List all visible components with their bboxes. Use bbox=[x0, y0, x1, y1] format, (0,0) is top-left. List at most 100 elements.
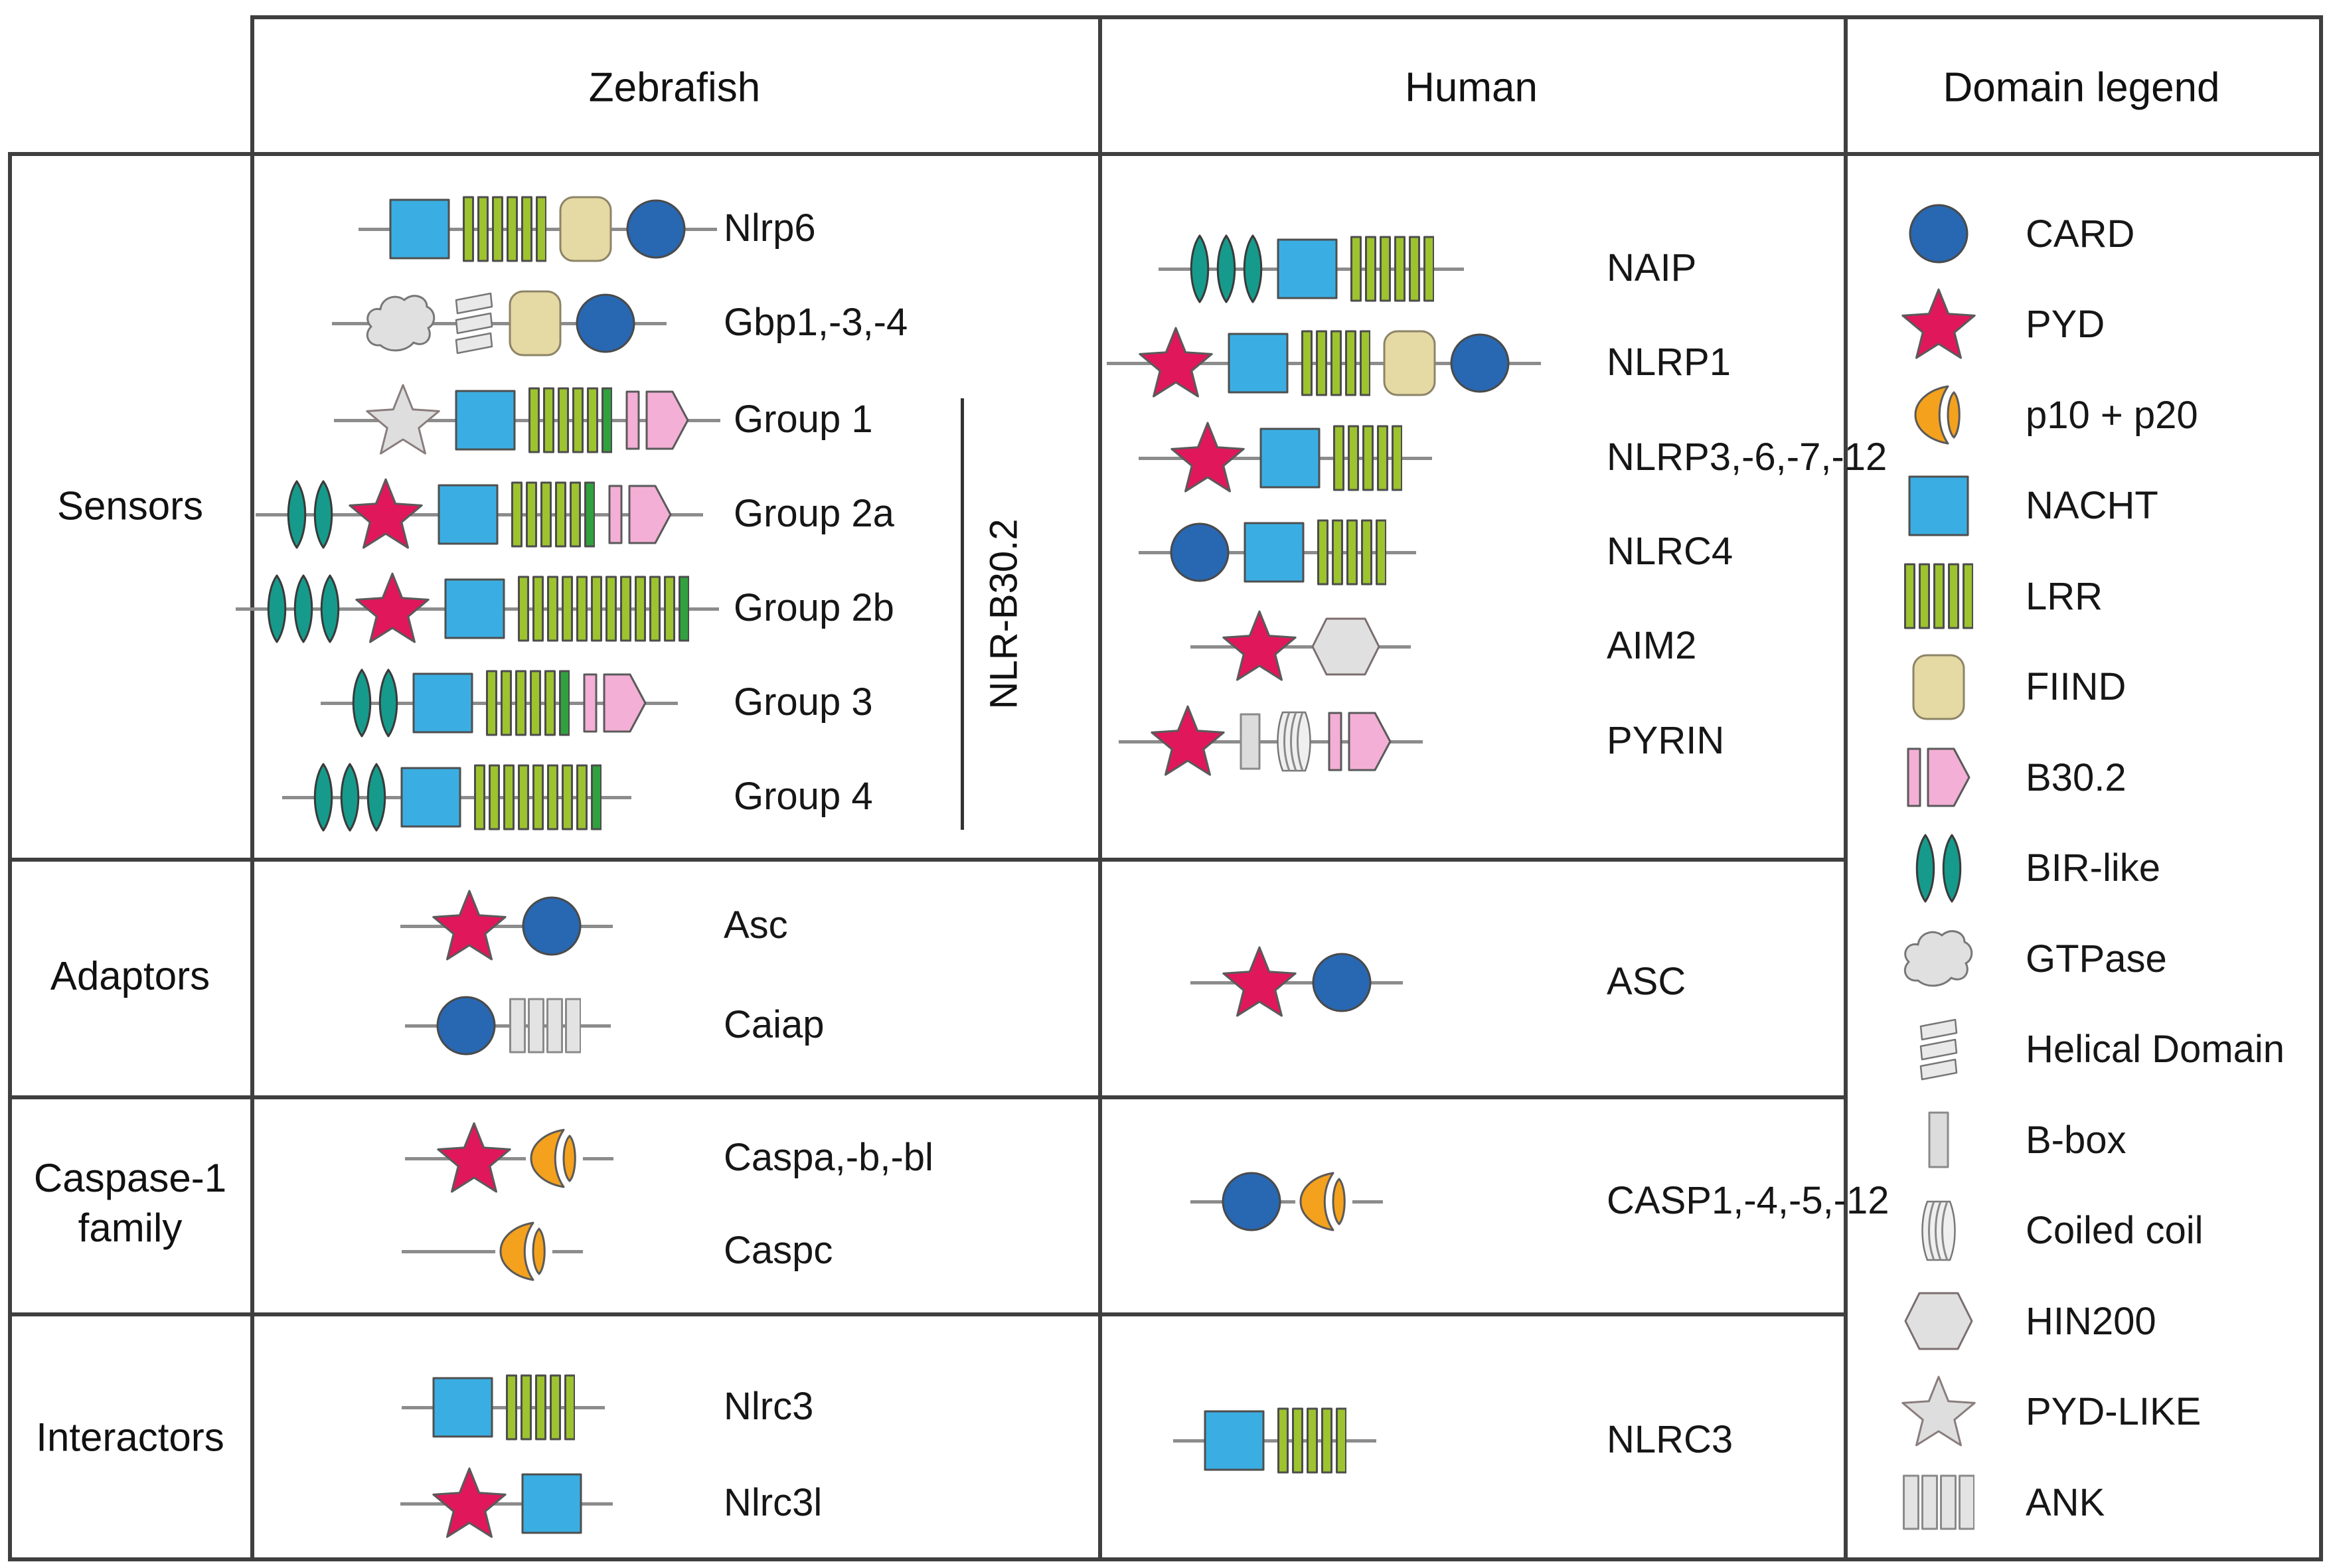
nacht-icon bbox=[444, 578, 505, 639]
table-border-zebrafish-human bbox=[1098, 15, 1102, 1561]
table-border-left bbox=[8, 152, 12, 1561]
pyd-icon bbox=[349, 478, 423, 549]
table-border-sensors-adaptors bbox=[8, 858, 1848, 862]
entry-group-4 bbox=[282, 763, 631, 832]
lrr-icon bbox=[1277, 1407, 1346, 1474]
nacht-icon bbox=[389, 198, 450, 260]
legend-item-nacht: NACHT bbox=[1889, 475, 2158, 537]
legend-label-coiled-coil: Coiled coil bbox=[2026, 1209, 2204, 1252]
gtpase-icon bbox=[366, 295, 436, 352]
legend-item-ank: ANK bbox=[1889, 1474, 2105, 1530]
bir-like-icon bbox=[1915, 834, 1962, 902]
entry-nlrc3 bbox=[402, 1374, 605, 1441]
legend-icon-b-box bbox=[1889, 1111, 1988, 1169]
table-border-bottom bbox=[8, 1557, 2323, 1561]
fiind-icon bbox=[509, 290, 562, 356]
protein-label-nlrc3: NLRC3 bbox=[1607, 1418, 1733, 1462]
legend-item-b-box: B-box bbox=[1889, 1111, 2127, 1169]
header-human: Human bbox=[1405, 64, 1538, 111]
header-zebrafish: Zebrafish bbox=[588, 64, 761, 111]
p10-p20-icon bbox=[1910, 384, 1967, 445]
protein-label-asc: ASC bbox=[1607, 960, 1686, 1004]
legend-label-b-box: B-box bbox=[2026, 1118, 2127, 1162]
lrr-icon bbox=[486, 670, 570, 736]
lrr-icon bbox=[1301, 330, 1370, 396]
legend-label-bir-like: BIR-like bbox=[2026, 846, 2161, 890]
p10-p20-icon bbox=[526, 1128, 583, 1189]
lrr-icon bbox=[1350, 236, 1434, 302]
nlr-b302-bracket-line bbox=[961, 398, 964, 830]
protein-label-group-3: Group 3 bbox=[734, 680, 873, 724]
lrr-icon bbox=[518, 576, 689, 642]
entry-group-1 bbox=[334, 383, 720, 457]
protein-label-aim2: AIM2 bbox=[1607, 624, 1697, 668]
entry-nlrp3-6-7-12 bbox=[1139, 421, 1432, 495]
entry-asc bbox=[400, 889, 613, 963]
helical-domain-icon bbox=[1919, 1018, 1958, 1080]
lrr-icon bbox=[528, 387, 612, 453]
entry-casp1-4-5-12 bbox=[1190, 1170, 1383, 1233]
bir-like-icon bbox=[1190, 234, 1263, 303]
entry-naip bbox=[1159, 234, 1464, 303]
entry-nlrc3 bbox=[1173, 1407, 1376, 1474]
table-border-top bbox=[250, 15, 2323, 19]
pyd-icon bbox=[355, 572, 430, 643]
nacht-icon bbox=[412, 672, 473, 734]
fiind-icon bbox=[559, 196, 612, 262]
protein-label-group-1: Group 1 bbox=[734, 398, 873, 441]
card-icon bbox=[1450, 333, 1510, 393]
pyd-like-icon bbox=[1901, 1375, 1976, 1447]
legend-item-card: CARD bbox=[1889, 202, 2134, 265]
nacht-icon bbox=[438, 484, 499, 545]
card-icon bbox=[576, 293, 635, 353]
protein-label-group-2b: Group 2b bbox=[734, 586, 894, 630]
nacht-icon bbox=[1244, 522, 1305, 583]
legend-item-helical-domain: Helical Domain bbox=[1889, 1017, 2285, 1082]
protein-label-caspc: Caspc bbox=[724, 1229, 833, 1273]
entry-caspa-b-bl bbox=[405, 1121, 613, 1196]
table-border-adaptors-caspase bbox=[8, 1095, 1848, 1099]
bir-like-icon bbox=[267, 574, 340, 643]
legend-icon-hin200 bbox=[1889, 1291, 1988, 1351]
pyd-icon bbox=[1222, 946, 1297, 1017]
lrr-icon bbox=[1317, 519, 1386, 586]
entry-caspc bbox=[402, 1219, 583, 1283]
section-label-interactors: Interactors bbox=[36, 1415, 224, 1460]
bir-like-icon bbox=[313, 763, 386, 832]
legend-icon-lrr bbox=[1889, 563, 1988, 629]
legend-icon-coiled-coil bbox=[1889, 1199, 1988, 1263]
legend-item-bir-like: BIR-like bbox=[1889, 834, 2160, 903]
lrr-icon bbox=[511, 481, 595, 548]
entry-asc bbox=[1190, 945, 1403, 1020]
b30-2-icon bbox=[608, 485, 672, 544]
nacht-icon bbox=[1277, 238, 1338, 299]
protein-label-pyrin: PYRIN bbox=[1607, 719, 1725, 763]
legend-label-b30-2: B30.2 bbox=[2026, 755, 2127, 799]
b30-2-icon bbox=[1328, 712, 1392, 771]
lrr-icon bbox=[506, 1374, 575, 1441]
pyd-icon bbox=[432, 1467, 507, 1538]
lrr-icon bbox=[1904, 563, 1973, 629]
legend-icon-helical-domain bbox=[1889, 1017, 1988, 1082]
legend-icon-bir-like bbox=[1889, 834, 1988, 903]
pyd-icon bbox=[1151, 705, 1225, 776]
legend-icon-p10-p20 bbox=[1889, 383, 1988, 447]
hin200-icon bbox=[1904, 1292, 1973, 1350]
lrr-icon bbox=[474, 764, 602, 830]
helical-domain-icon bbox=[455, 292, 493, 354]
legend-label-hin200: HIN200 bbox=[2026, 1299, 2156, 1343]
legend-icon-nacht bbox=[1889, 475, 1988, 537]
legend-item-hin200: HIN200 bbox=[1889, 1291, 2156, 1351]
legend-item-p10-p20: p10 + p20 bbox=[1889, 383, 2198, 447]
b-box-icon bbox=[1240, 713, 1261, 770]
protein-label-caiap: Caiap bbox=[724, 1003, 825, 1047]
protein-label-nlrc3: Nlrc3 bbox=[724, 1385, 814, 1429]
pyd-icon bbox=[1170, 422, 1245, 493]
table-border-header-bottom bbox=[8, 152, 2323, 156]
nacht-icon bbox=[1228, 333, 1289, 394]
legend-label-ank: ANK bbox=[2026, 1480, 2105, 1524]
lrr-icon bbox=[463, 196, 546, 262]
coiled-coil-icon bbox=[1277, 711, 1311, 772]
protein-label-asc: Asc bbox=[724, 903, 788, 947]
